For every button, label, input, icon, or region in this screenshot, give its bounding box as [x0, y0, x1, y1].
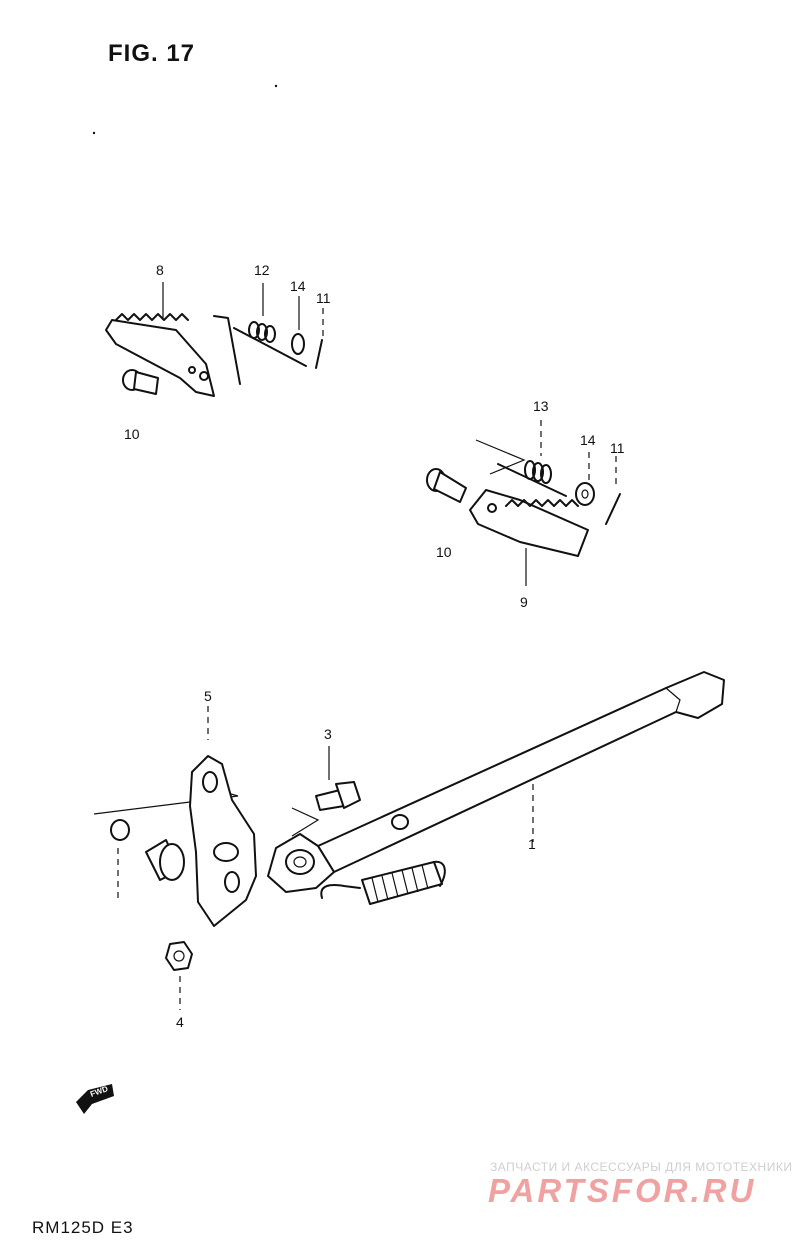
bolt-part-3 — [291, 746, 361, 837]
spring-part-12 — [213, 283, 307, 385]
bracket-part-5 — [93, 706, 257, 927]
spring-part-13 — [475, 420, 567, 497]
callout-8: 8 — [156, 262, 164, 278]
spring-part-2 — [320, 860, 446, 905]
watermark-tagline: ЗАПЧАСТИ И АКСЕССУАРЫ ДЛЯ МОТОТЕХНИКИ — [490, 1160, 793, 1174]
scan-speck — [274, 84, 278, 88]
callout-5: 5 — [204, 688, 212, 704]
callout-1: 1 — [528, 836, 536, 852]
callout-11-left: 11 — [316, 290, 331, 306]
callout-14-left: 14 — [290, 278, 306, 294]
callout-11-right: 11 — [610, 440, 625, 456]
callout-12: 12 — [254, 262, 270, 278]
washer-part-14-right — [575, 452, 595, 506]
callout-10-right: 10 — [436, 544, 452, 560]
pin-part-10-right — [426, 468, 467, 503]
forward-direction-arrow-icon — [76, 1084, 114, 1114]
right-footrest-part-9 — [469, 489, 589, 586]
bolt-part-6 — [145, 839, 185, 881]
callout-4: 4 — [176, 1014, 184, 1030]
pin-part-10-left — [122, 369, 159, 395]
callout-13: 13 — [533, 398, 549, 414]
scan-speck — [92, 131, 96, 135]
figure-title: FIG. 17 — [108, 40, 196, 67]
model-code: RM125D E3 — [32, 1218, 134, 1237]
washer-part-7 — [110, 819, 130, 900]
cotter-pin-part-11-right — [605, 456, 621, 525]
callout-14-right: 14 — [580, 432, 596, 448]
callout-9: 9 — [520, 594, 528, 610]
nut-part-4 — [165, 941, 193, 1010]
cotter-pin-part-11-left — [315, 308, 324, 369]
callout-3: 3 — [324, 726, 332, 742]
watermark-brand: PARTSFOR.RU — [488, 1172, 757, 1209]
side-stand-part-1 — [267, 671, 725, 893]
washer-part-14-left — [291, 296, 305, 355]
callout-10-left: 10 — [124, 426, 140, 442]
left-footrest-part-8 — [105, 282, 215, 397]
